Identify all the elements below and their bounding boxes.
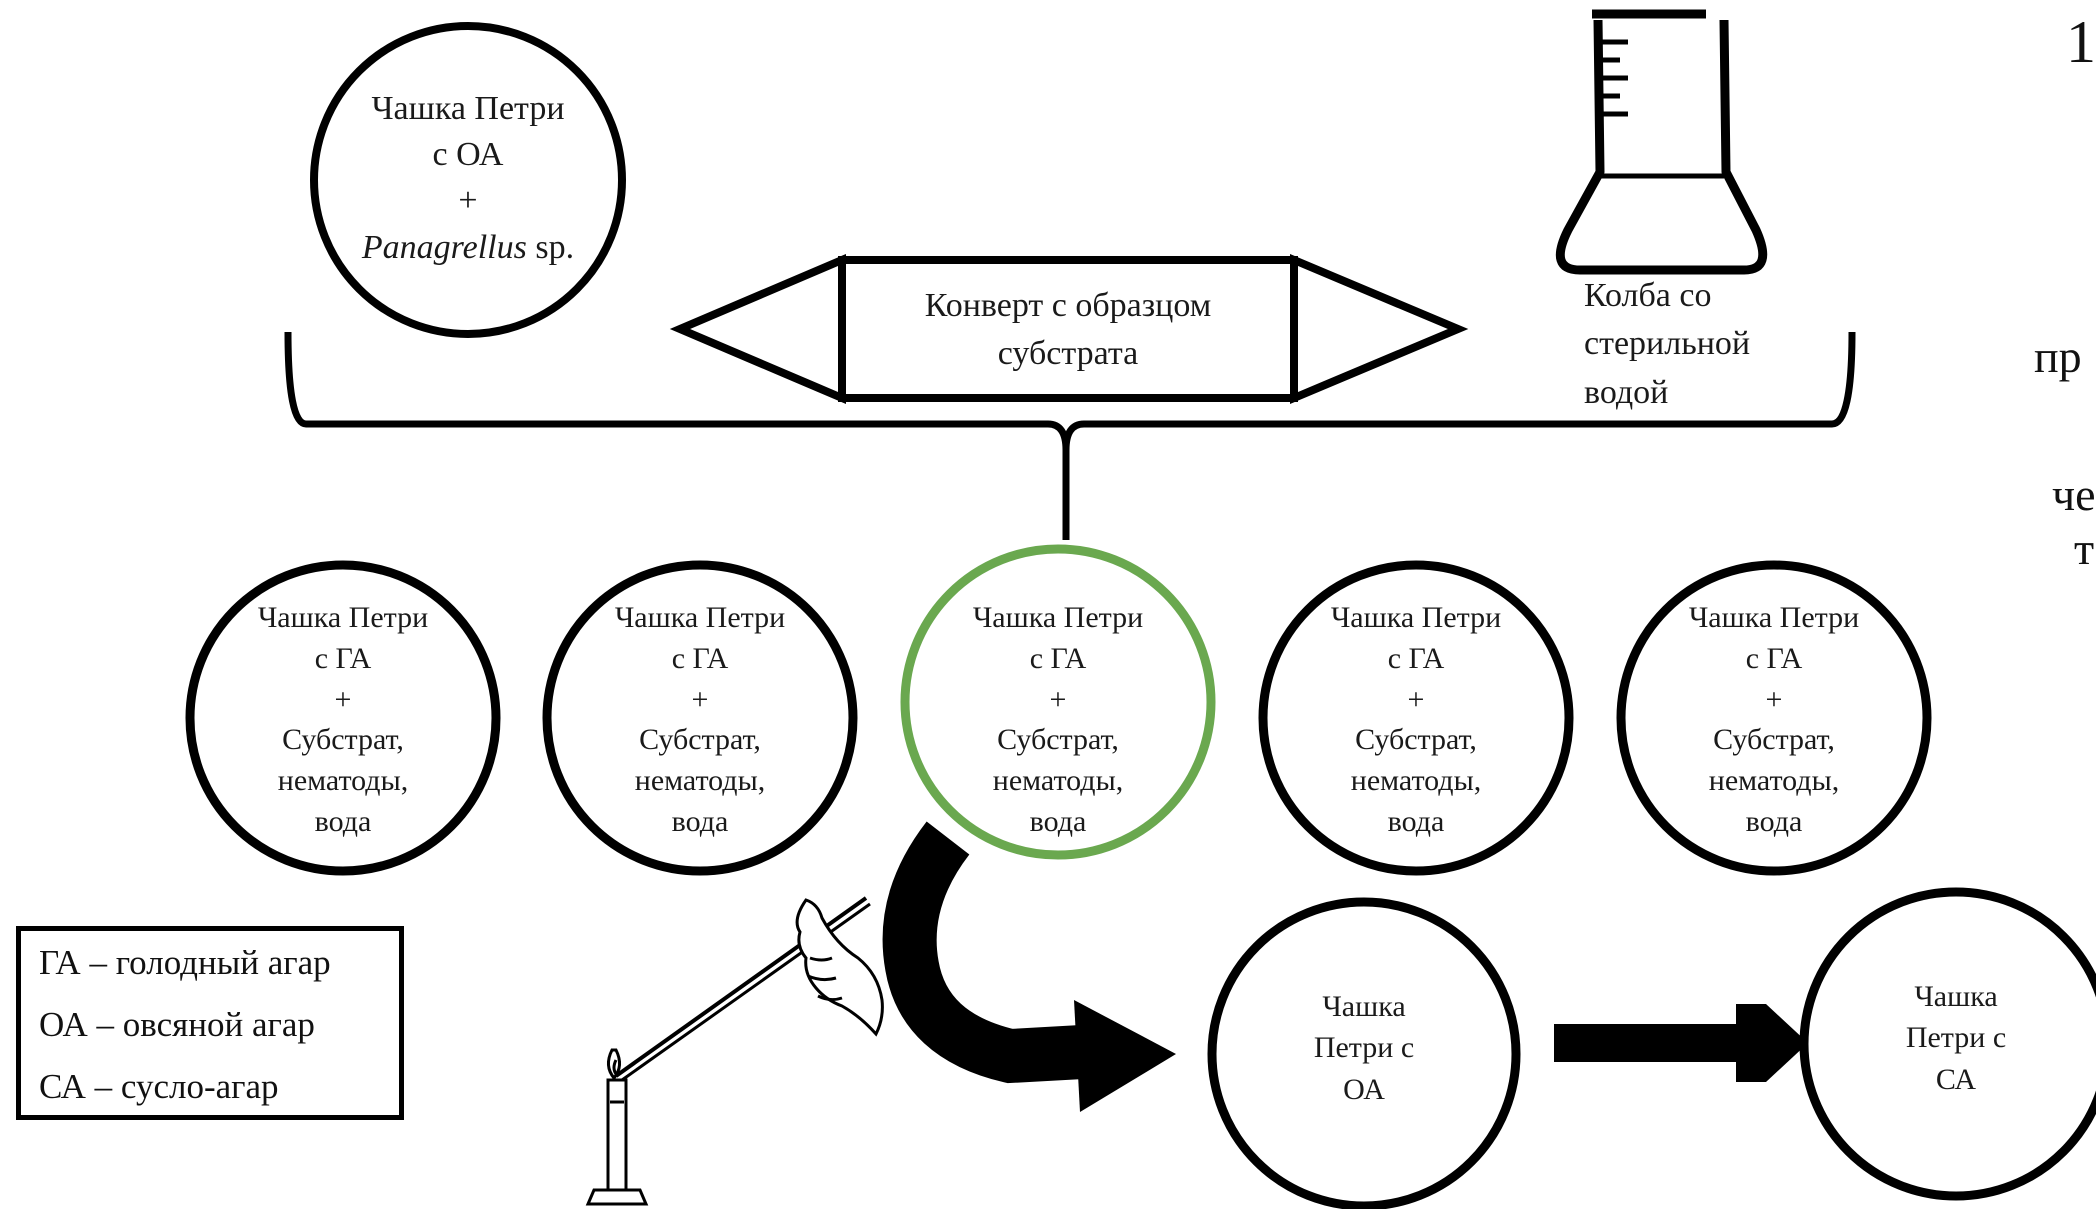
ga-dish-5-label: Чашка Петри с ГА + Субстрат, нематоды, в… xyxy=(1654,598,1894,843)
flask-icon xyxy=(1555,9,1768,275)
ga-dish-line5: вода xyxy=(314,804,372,838)
ga-dish-line3: Субстрат, xyxy=(1355,723,1477,757)
ga-dish-plus: + xyxy=(1407,682,1425,716)
ga-dish-line1: Чашка Петри xyxy=(972,601,1144,634)
top-dish-line2: с ОА xyxy=(432,136,504,174)
envelope-line2: субстрата xyxy=(997,334,1139,372)
ga-petri-dish-1-circle xyxy=(185,560,501,876)
ga-dish-line1: Чашка Петри xyxy=(1330,601,1502,634)
ga-dish-line3: Субстрат, xyxy=(282,723,404,757)
ga-dish-line4: нематоды, xyxy=(992,764,1124,798)
ga-dish-plus: + xyxy=(691,682,709,716)
top-dish-species-line: Panagrellus sp. xyxy=(330,225,606,271)
ga-dish-2-label: Чашка Петри с ГА + Субстрат, нематоды, в… xyxy=(580,598,820,843)
legend-ga: ГА – голодный агар xyxy=(39,943,331,982)
ga-dish-line2: с ГА xyxy=(1745,641,1803,675)
oa-dish-label: Чашка Петри с ОА xyxy=(1264,986,1464,1110)
ga-dish-line4: нематоды, xyxy=(1708,764,1840,798)
oa-petri-dish-circle xyxy=(1207,897,1521,1209)
ga-dish-line2: с ГА xyxy=(314,641,372,675)
flask-line1: Колба со xyxy=(1584,277,1712,314)
oa-dish-line1: Чашка xyxy=(1322,990,1406,1023)
legend-box: ГА – голодный агар ОА – овсяной агар СА … xyxy=(16,926,404,1120)
ga-dish-plus: + xyxy=(1765,682,1783,716)
ga-petri-dish-2-circle xyxy=(542,560,858,876)
top-dish-line1: Чашка Петри xyxy=(371,90,565,127)
legend-sa: СА – сусло-агар xyxy=(39,1067,279,1106)
grouping-brace xyxy=(284,331,1856,540)
ga-dish-line5: вода xyxy=(1387,804,1445,838)
flask-line2: стерильной xyxy=(1584,325,1751,363)
ga-dish-line3: Субстрат, xyxy=(997,723,1119,757)
ga-dish-line5: вода xyxy=(1029,804,1087,838)
oa-dish-line3: ОА xyxy=(1343,1072,1385,1106)
ga-dish-line1: Чашка Петри xyxy=(257,601,429,634)
pipette-burner-illustration xyxy=(585,896,884,1206)
sa-dish-label: Чашка Петри с СА xyxy=(1856,976,2056,1100)
ga-dish-plus: + xyxy=(334,682,352,716)
ga-dish-line2: с ГА xyxy=(1387,641,1445,675)
ga-dish-line4: нематоды, xyxy=(277,764,409,798)
edge-text-2: пр xyxy=(2034,331,2082,382)
edge-text-4: т xyxy=(2074,523,2095,574)
ga-dish-4-label: Чашка Петри с ГА + Субстрат, нематоды, в… xyxy=(1296,598,1536,843)
top-petri-dish-circle xyxy=(310,22,626,338)
ga-dish-line4: нематоды, xyxy=(634,764,766,798)
top-dish-species: Panagrellus xyxy=(361,228,527,266)
ga-dish-line5: вода xyxy=(1745,804,1803,838)
top-dish-plus: + xyxy=(458,182,478,220)
flask-label: Колба со стерильной водой xyxy=(1584,272,1804,417)
edge-text-1: 1 xyxy=(2066,9,2096,75)
ga-petri-dish-5-circle xyxy=(1616,560,1932,876)
ga-dish-3-label: Чашка Петри с ГА + Субстрат, нематоды, в… xyxy=(938,598,1178,843)
sa-dish-line1: Чашка xyxy=(1914,980,1998,1013)
ga-dish-line1: Чашка Петри xyxy=(614,601,786,634)
ga-dish-line3: Субстрат, xyxy=(1713,723,1835,757)
ga-petri-dish-4-circle xyxy=(1258,560,1574,876)
ga-petri-dish-3-circle xyxy=(900,544,1216,860)
curved-arrow xyxy=(882,821,1176,1112)
ga-dish-line4: нематоды, xyxy=(1350,764,1482,798)
top-petri-dish-label: Чашка Петри с ОА + Panagrellus sp. xyxy=(330,86,606,271)
top-dish-sp: sp. xyxy=(526,228,575,266)
ga-dish-line5: вода xyxy=(671,804,729,838)
envelope-shape xyxy=(669,253,1469,405)
ga-dish-line3: Субстрат, xyxy=(639,723,761,757)
sa-dish-line2: Петри с xyxy=(1905,1021,2007,1055)
envelope-label: Конверт с образцом субстрата xyxy=(850,282,1286,377)
ga-dish-line2: с ГА xyxy=(1029,641,1087,675)
oa-dish-line2: Петри с xyxy=(1313,1031,1415,1065)
envelope-line1: Конверт с образцом xyxy=(924,287,1212,324)
flask-line3: водой xyxy=(1584,373,1669,411)
edge-text-3: че xyxy=(2052,469,2096,520)
straight-arrow xyxy=(1554,1004,1808,1082)
ga-dish-plus: + xyxy=(1049,682,1067,716)
ga-dish-1-label: Чашка Петри с ГА + Субстрат, нематоды, в… xyxy=(223,598,463,843)
legend-oa: ОА – овсяной агар xyxy=(39,1005,315,1044)
ga-dish-line2: с ГА xyxy=(671,641,729,675)
ga-dish-line1: Чашка Петри xyxy=(1688,601,1860,634)
sa-dish-line3: СА xyxy=(1935,1062,1977,1096)
